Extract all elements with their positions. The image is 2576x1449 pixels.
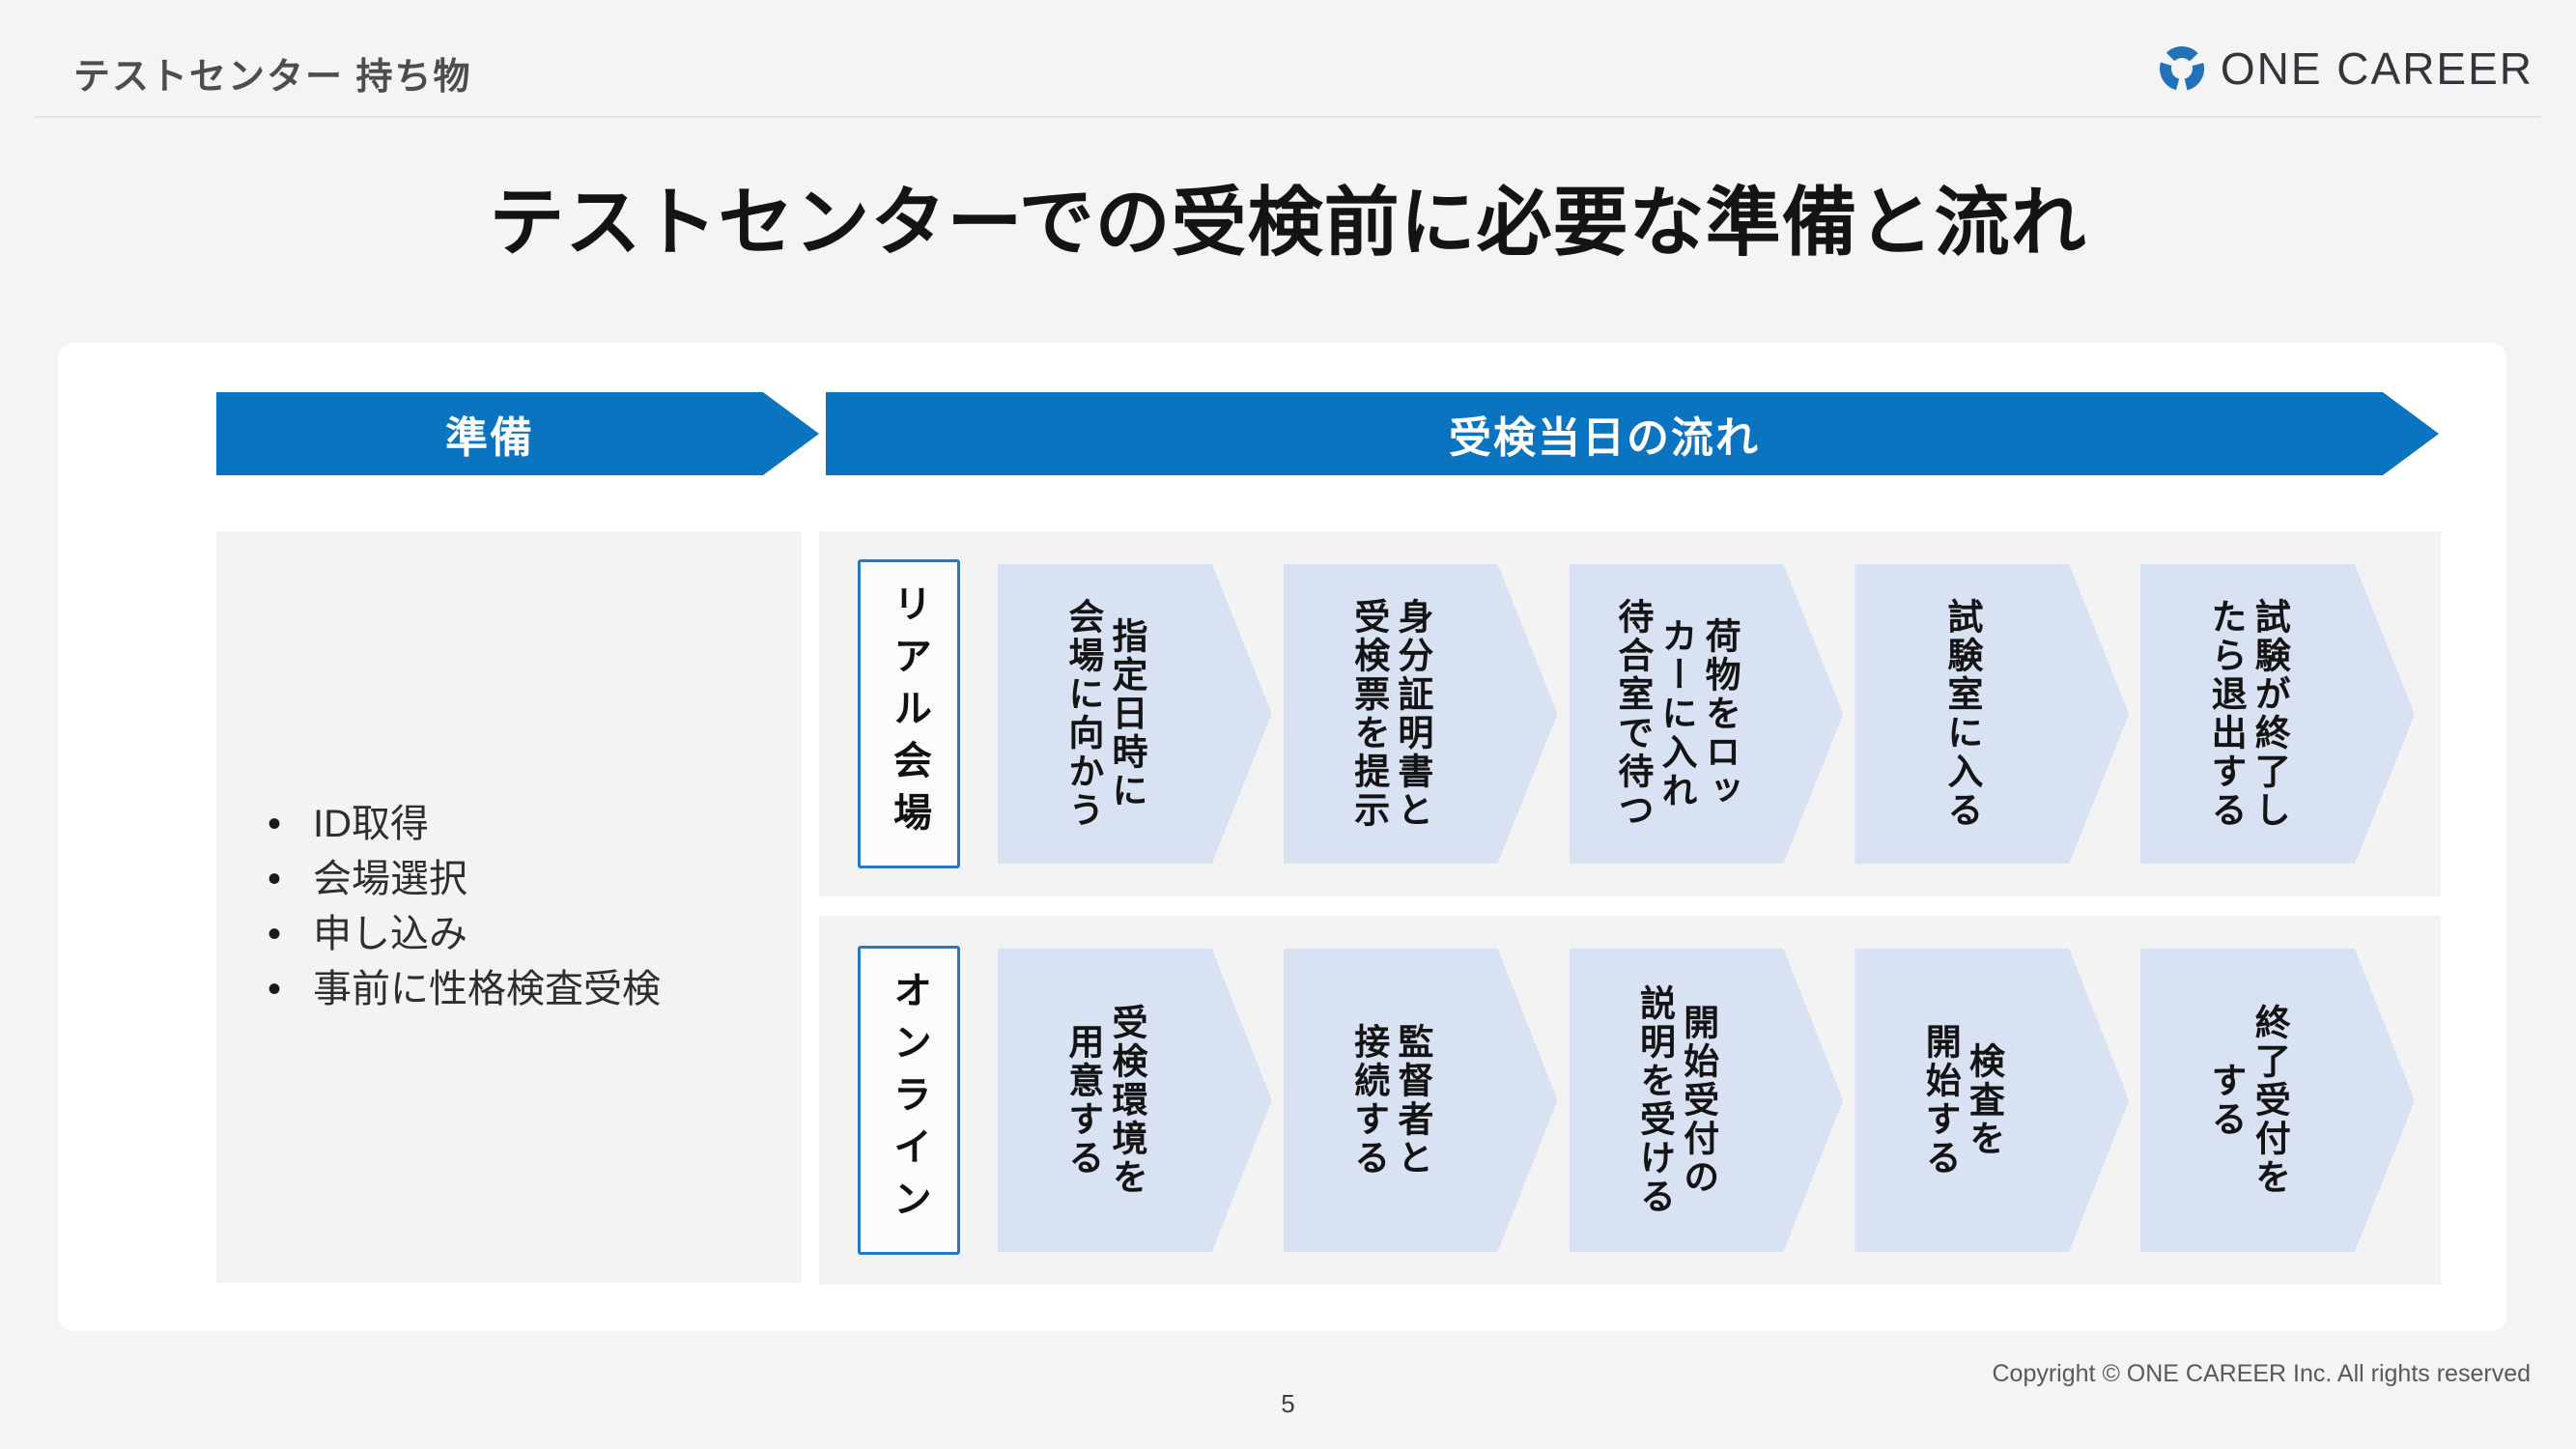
page-number: 5: [1281, 1389, 1295, 1418]
header-divider: [35, 116, 2541, 118]
chevron-step: 身分証明書と 受検票を提示: [1284, 564, 1558, 864]
chevron-step-text: 受検環境を 用意する: [1062, 1004, 1147, 1197]
flow-row-online: オンライン 受検環境を 用意する 監督者と 接続する 開始受付の 説明を受ける …: [819, 916, 2441, 1285]
prep-list-item: 会場選択: [236, 852, 802, 907]
one-career-swirl-icon: [2159, 45, 2205, 92]
header-title: テストセンター 持ち物: [73, 57, 472, 98]
row-label-box-online: オンライン: [858, 946, 960, 1255]
chevron-step-text: 監督者と 接続する: [1348, 1023, 1432, 1178]
flow-row-real-venue: リアル会場 指定日時に 会場に向かう 身分証明書と 受検票を提示 荷物をロッ カ…: [819, 531, 2441, 896]
chevron-step-text: 指定日時に 会場に向かう: [1062, 598, 1147, 830]
chevron-step: 受検環境を 用意する: [998, 949, 1272, 1252]
day-flow-banner: 受検当日の流れ: [826, 392, 2439, 475]
chevron-step-text: 開始受付の 説明を受ける: [1634, 984, 1718, 1216]
chevron-step-text: 終了受付を する: [2206, 1004, 2290, 1197]
day-flow-banner-label: 受検当日の流れ: [1449, 414, 1760, 462]
chevron-step-text: 試験室に入る: [1941, 598, 1982, 830]
page-title: テストセンターでの受検前に必要な準備と流れ: [489, 180, 2087, 265]
chevron-step: 荷物をロッ カーに入れ 待合室で待つ: [1570, 564, 1844, 864]
chevron-step-text: 荷物をロッ カーに入れ 待合室で待つ: [1612, 598, 1741, 830]
row-label-box-real-venue: リアル会場: [858, 559, 960, 868]
prep-list-item: 申し込み: [236, 907, 802, 962]
one-career-logo: ONE CAREER: [2159, 43, 2534, 95]
chevron-step-text: 検査を 開始する: [1920, 1023, 2004, 1178]
content-card: 準備 受検当日の流れ ID取得 会場選択 申し込み 事前に性格検査受検 リアル会…: [58, 343, 2506, 1331]
chevron-step-text: 身分証明書と 受検票を提示: [1348, 598, 1432, 830]
row-label-text: オンライン: [888, 970, 930, 1231]
one-career-logo-text: ONE CAREER: [2220, 43, 2534, 94]
prep-list-item: 事前に性格検査受検: [236, 962, 802, 1017]
chevron-step: 試験が終了し たら退出する: [2140, 564, 2415, 864]
chevron-step: 終了受付を する: [2140, 949, 2415, 1252]
prep-banner: 準備: [216, 392, 819, 475]
chevron-step: 試験室に入る: [1854, 564, 2129, 864]
chevron-step: 検査を 開始する: [1854, 949, 2129, 1252]
prep-banner-label: 準備: [445, 414, 534, 462]
chevron-step: 指定日時に 会場に向かう: [998, 564, 1272, 864]
prep-panel: ID取得 会場選択 申し込み 事前に性格検査受検: [216, 531, 802, 1283]
chevron-step: 監督者と 接続する: [1284, 949, 1558, 1252]
prep-list-item: ID取得: [236, 797, 802, 852]
chevron-sequence: 受検環境を 用意する 監督者と 接続する 開始受付の 説明を受ける 検査を 開始…: [998, 949, 2415, 1252]
chevron-step: 開始受付の 説明を受ける: [1570, 949, 1844, 1252]
footer-copyright: Copyright © ONE CAREER Inc. All rights r…: [1992, 1360, 2532, 1387]
chevron-sequence: 指定日時に 会場に向かう 身分証明書と 受検票を提示 荷物をロッ カーに入れ 待…: [998, 564, 2415, 864]
chevron-step-text: 試験が終了し たら退出する: [2206, 598, 2290, 830]
row-label-text: リアル会場: [888, 583, 930, 844]
